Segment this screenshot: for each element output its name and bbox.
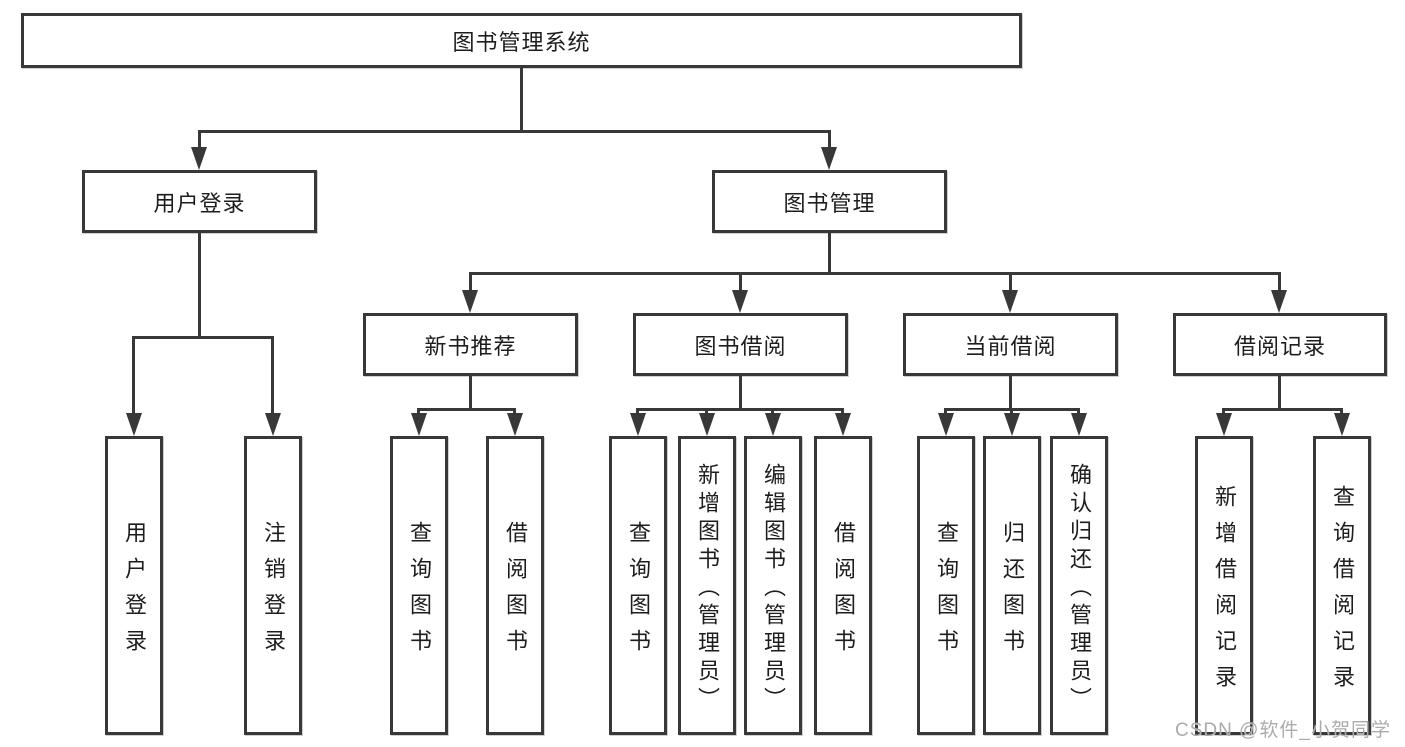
connector-drop-cur-return (1010, 408, 1013, 416)
leaf-recommend-borrow-books-label: 借阅图书 (503, 520, 528, 665)
arrowhead-recommend (462, 290, 478, 313)
node-new-book-recommend: 新书推荐 (363, 313, 578, 376)
arrowhead-log-query (1334, 413, 1350, 436)
leaf-borrow-lend-books: 借阅图书 (814, 436, 872, 735)
leaf-recommend-borrow-books: 借阅图书 (486, 436, 544, 735)
connector-drop-bor-edit (771, 408, 774, 416)
connector-records-stem (1278, 376, 1281, 408)
connector-drop-bor-query (636, 408, 639, 416)
connector-book-rail (469, 272, 1281, 275)
arrowhead-leaf-logout (265, 413, 281, 436)
arrowhead-log-add (1216, 413, 1232, 436)
connector-drop-recommend (469, 272, 472, 292)
node-current-borrow: 当前借阅 (903, 313, 1118, 376)
leaf-borrow-query-books-label: 查询图书 (626, 520, 651, 665)
arrowhead-current (1002, 290, 1018, 313)
connector-user-rail (132, 336, 274, 339)
arrowhead-bor-lend (835, 413, 851, 436)
connector-drop-bor-add (705, 408, 708, 416)
leaf-current-confirm-return-admin-label: 确认归还（管理员） (1067, 462, 1092, 715)
leaf-current-return-books-label: 归还图书 (1000, 520, 1025, 665)
leaf-records-add-record: 新增借阅记录 (1195, 436, 1253, 735)
leaf-user-login-label: 用户登录 (122, 520, 147, 665)
node-borrow-records-label: 借阅记录 (1233, 333, 1326, 359)
connector-drop-cur-query (944, 408, 947, 416)
arrowhead-records (1271, 290, 1287, 313)
leaf-logout: 注销登录 (244, 436, 302, 735)
leaf-borrow-edit-books-admin: 编辑图书（管理员） (744, 436, 802, 735)
connector-drop-leaf-logout (271, 336, 274, 415)
arrowhead-user (191, 147, 207, 170)
leaf-borrow-add-books-admin-label: 新增图书（管理员） (695, 462, 720, 715)
connector-drop-bor-lend (841, 408, 844, 416)
connector-drop-book (828, 130, 831, 149)
arrowhead-rec-query (411, 413, 427, 436)
leaf-current-query-books-label: 查询图书 (934, 520, 959, 665)
node-root-label: 图书管理系统 (452, 29, 591, 55)
connector-drop-current (1009, 272, 1012, 292)
leaf-borrow-edit-books-admin-label: 编辑图书（管理员） (761, 462, 786, 715)
arrowhead-borrow (732, 290, 748, 313)
node-book-borrow: 图书借阅 (633, 313, 848, 376)
connector-drop-user (198, 130, 201, 149)
node-book-management-label: 图书管理 (783, 190, 876, 216)
arrowhead-cur-return (1004, 413, 1020, 436)
leaf-borrow-lend-books-label: 借阅图书 (831, 520, 856, 665)
node-book-management: 图书管理 (712, 170, 947, 233)
connector-drop-log-query (1340, 408, 1343, 416)
connector-recommend-stem (469, 376, 472, 408)
leaf-current-return-books: 归还图书 (983, 436, 1041, 735)
connector-borrow-rail (636, 408, 844, 411)
connector-recommend-rail (417, 408, 516, 411)
leaf-current-query-books: 查询图书 (917, 436, 975, 735)
arrowhead-bor-query (630, 413, 646, 436)
node-user-login-label: 用户登录 (153, 190, 246, 216)
node-root: 图书管理系统 (21, 13, 1022, 68)
leaf-logout-label: 注销登录 (261, 520, 286, 665)
leaf-borrow-add-books-admin: 新增图书（管理员） (678, 436, 736, 735)
node-current-borrow-label: 当前借阅 (964, 333, 1057, 359)
leaf-user-login: 用户登录 (105, 436, 163, 735)
arrowhead-rec-borrow (507, 413, 523, 436)
connector-user-stem (198, 233, 201, 336)
leaf-recommend-query-books: 查询图书 (390, 436, 448, 735)
connector-book-stem (828, 233, 831, 272)
connector-current-stem (1009, 376, 1012, 408)
node-user-login: 用户登录 (82, 170, 317, 233)
connector-records-rail (1222, 408, 1343, 411)
leaf-recommend-query-books-label: 查询图书 (407, 520, 432, 665)
leaf-current-confirm-return-admin: 确认归还（管理员） (1050, 436, 1108, 735)
leaf-records-query-record-label: 查询借阅记录 (1330, 484, 1355, 701)
arrowhead-cur-query (938, 413, 954, 436)
node-borrow-records: 借阅记录 (1173, 313, 1387, 376)
arrowhead-bor-add (699, 413, 715, 436)
connector-root-stem (520, 68, 523, 130)
connector-borrow-stem (739, 376, 742, 408)
node-book-borrow-label: 图书借阅 (694, 333, 787, 359)
watermark-text: CSDN @软件_小贺同学 (1175, 720, 1391, 741)
arrowhead-book (821, 147, 837, 170)
leaf-borrow-query-books: 查询图书 (609, 436, 667, 735)
connector-drop-records (1278, 272, 1281, 292)
leaf-records-add-record-label: 新增借阅记录 (1212, 484, 1237, 701)
connector-drop-borrow (739, 272, 742, 292)
arrowhead-leaf-login (126, 413, 142, 436)
connector-drop-cur-confirm (1077, 408, 1080, 416)
connector-drop-leaf-login (132, 336, 135, 415)
node-new-book-recommend-label: 新书推荐 (424, 333, 517, 359)
connector-root-rail (198, 130, 831, 133)
connector-drop-rec-query (417, 408, 420, 416)
arrowhead-cur-confirm (1071, 413, 1087, 436)
connector-drop-rec-borrow (513, 408, 516, 416)
arrowhead-bor-edit (765, 413, 781, 436)
leaf-records-query-record: 查询借阅记录 (1313, 436, 1371, 735)
connector-drop-log-add (1222, 408, 1225, 416)
